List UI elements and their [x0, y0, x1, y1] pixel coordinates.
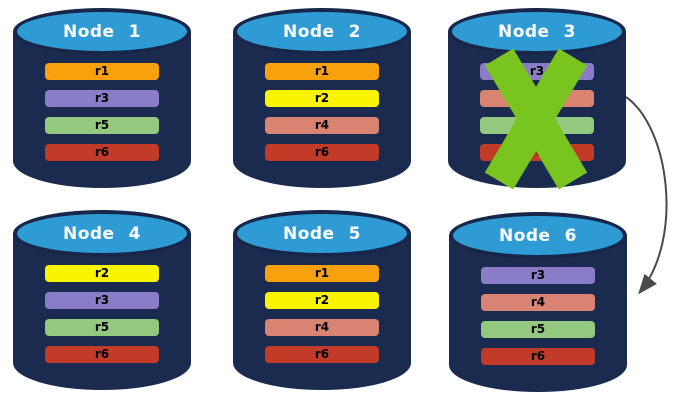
cylinder-top: Node 2	[233, 8, 411, 55]
replica-bar-r1: r1	[265, 63, 379, 80]
replica-label: r6	[314, 347, 330, 361]
failure-x-stroke	[484, 48, 588, 190]
failure-x-icon	[484, 48, 588, 190]
replica-bar-r6: r6	[481, 348, 595, 365]
node-title: Node 5	[282, 223, 361, 244]
replica-label: r5	[94, 320, 110, 334]
replica-label: r3	[530, 268, 546, 282]
db-node-4: Node 4 r2 r3 r5 r6	[13, 210, 191, 390]
replica-label: r5	[94, 118, 110, 132]
node-title: Node 3	[497, 21, 576, 42]
cylinder-body	[233, 31, 411, 188]
node-title: Node 2	[282, 21, 361, 42]
replica-label: r6	[94, 347, 110, 361]
db-node-1: Node 1 r1 r3 r5 r6	[13, 8, 191, 188]
cylinder-body	[449, 235, 627, 392]
replica-label: r1	[94, 64, 110, 78]
db-node-2: Node 2 r1 r2 r4 r6	[233, 8, 411, 188]
replica-bar-r4: r4	[265, 319, 379, 336]
replica-label: r3	[529, 64, 545, 78]
replica-label: r3	[94, 91, 110, 105]
replica-label: r4	[314, 118, 330, 132]
cylinder-top: Node 1	[13, 8, 191, 55]
replica-label: r1	[314, 64, 330, 78]
replica-bar-r3: r3	[45, 90, 159, 107]
node-title: Node 4	[62, 223, 141, 244]
arrow-curve	[625, 96, 668, 295]
cylinder-top: Node 5	[233, 210, 411, 257]
cylinder-body	[13, 233, 191, 390]
replica-label: r6	[314, 145, 330, 159]
replica-list: r3 r4 r5 r6	[481, 267, 595, 365]
replica-bar-r2: r2	[265, 90, 379, 107]
cylinder-body	[233, 233, 411, 390]
replica-label: r6	[530, 349, 546, 363]
replica-bar-r4: r4	[265, 117, 379, 134]
replica-bar-r1: r1	[265, 265, 379, 282]
replica-bar-r5: r5	[481, 321, 595, 338]
replica-bar-r5: r5	[45, 319, 159, 336]
replica-bar-r6: r6	[45, 346, 159, 363]
replica-label: r2	[314, 91, 330, 105]
cylinder-top: Node 4	[13, 210, 191, 257]
replica-label: r4	[530, 295, 546, 309]
cylinder-top: Node 3	[448, 8, 626, 55]
replica-label: r4	[314, 320, 330, 334]
replica-label: r5	[530, 322, 546, 336]
replica-bar-r6: r6	[45, 144, 159, 161]
replica-bar-r1: r1	[45, 63, 159, 80]
replica-bar-r6: r6	[265, 144, 379, 161]
replica-label: r3	[94, 293, 110, 307]
node-title: Node 6	[498, 225, 577, 246]
replica-label: r6	[94, 145, 110, 159]
replica-list: r2 r3 r5 r6	[45, 265, 159, 363]
replica-bar-r3: r3	[45, 292, 159, 309]
db-node-6: Node 6 r3 r4 r5 r6	[449, 212, 627, 392]
replica-bar-r2: r2	[265, 292, 379, 309]
node-title: Node 1	[62, 21, 141, 42]
cylinder-body	[13, 31, 191, 188]
replica-bar-r6: r6	[265, 346, 379, 363]
replica-list: r1 r3 r5 r6	[45, 63, 159, 161]
replica-label: r2	[314, 293, 330, 307]
replica-bar-r5: r5	[45, 117, 159, 134]
replica-label: r2	[94, 266, 110, 280]
cylinder-top: Node 6	[449, 212, 627, 259]
db-node-5: Node 5 r1 r2 r4 r6	[233, 210, 411, 390]
replica-bar-r4: r4	[481, 294, 595, 311]
replica-list: r1 r2 r4 r6	[265, 265, 379, 363]
replica-list: r1 r2 r4 r6	[265, 63, 379, 161]
replica-bar-r2: r2	[45, 265, 159, 282]
replica-bar-r3: r3	[481, 267, 595, 284]
replica-label: r1	[314, 266, 330, 280]
